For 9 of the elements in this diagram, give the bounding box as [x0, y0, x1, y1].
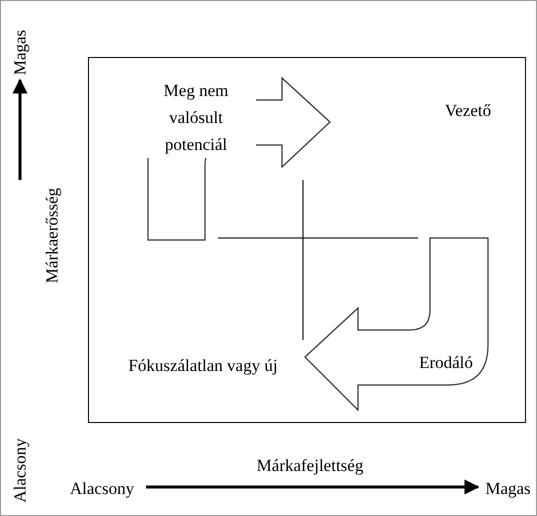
axis-title: Márkaerősség	[42, 186, 62, 285]
quadrant-label: Fókuszálatlan vagy új	[128, 354, 278, 377]
axis-label: Alacsony	[10, 436, 30, 504]
axis-label: Alacsony	[68, 478, 136, 500]
axis-title: Márkafejlettség	[256, 454, 364, 477]
axis-label: Magas	[484, 478, 532, 500]
quadrant-label: Vezető	[444, 100, 492, 122]
axis-label: Magas	[10, 28, 30, 77]
quadrant-label: Erodáló	[418, 352, 474, 374]
